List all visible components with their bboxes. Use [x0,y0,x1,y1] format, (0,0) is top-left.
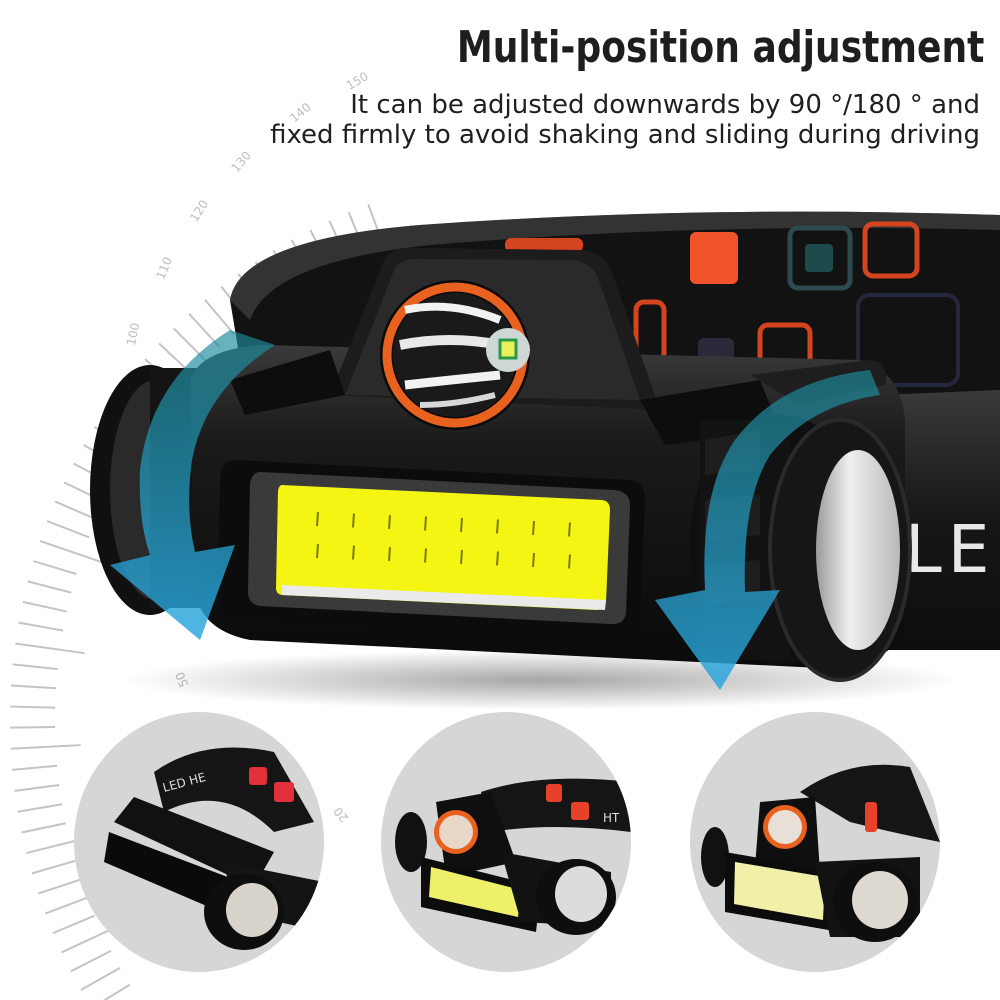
cob-led-panel [218,460,645,640]
description-line-1: It can be adjusted downwards by 90 °/180… [350,90,980,120]
thumbnail-180-degree-position: EA [690,712,940,972]
rotation-arrow-right [655,370,880,690]
drop-shadow [120,650,960,710]
page-title: Multi-position adjustment [456,22,984,73]
thumbnail-90-degree-position: HT [381,712,631,972]
spot-lamp [380,280,530,430]
thumb-strap-text: HT [603,811,620,825]
feature-description: It can be adjusted downwards by 90 °/180… [270,90,980,150]
description-line-2: fixed firmly to avoid shaking and slidin… [270,120,980,150]
rotation-arrow-left [110,330,275,640]
strap-text: LED [905,511,1000,588]
thumbnail-folded-position: LED HE [74,712,324,972]
